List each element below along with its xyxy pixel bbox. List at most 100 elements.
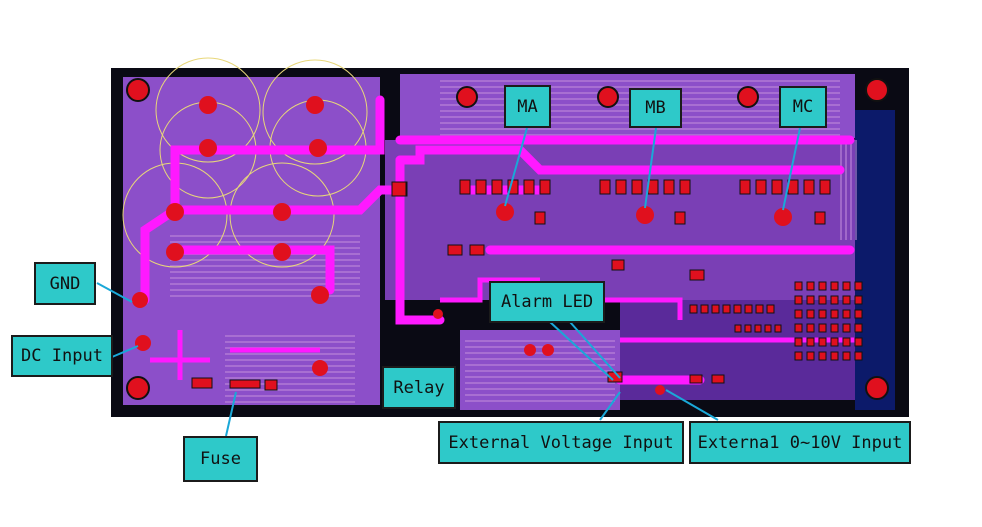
- copper-stripe: [465, 358, 615, 360]
- smd-pad: [806, 337, 815, 347]
- smd-pad: [475, 179, 487, 195]
- smd-pad: [806, 323, 815, 333]
- callout-external-0-10v-input: Externa1 0~10V Input: [689, 421, 911, 464]
- callout-fuse: Fuse: [183, 436, 258, 482]
- ground-plane-right: [855, 110, 895, 410]
- smd-pad: [739, 179, 751, 195]
- smd-pad: [631, 179, 643, 195]
- smd-pad: [689, 374, 703, 384]
- smd-pad: [842, 309, 851, 319]
- smd-pad: [733, 304, 742, 314]
- smd-pad: [534, 211, 546, 225]
- smd-pad: [830, 323, 839, 333]
- smd-pad: [818, 337, 827, 347]
- copper-stripe: [440, 128, 840, 130]
- copper-stripe: [170, 235, 360, 237]
- copper-stripe: [465, 376, 615, 378]
- smd-pad: [679, 179, 691, 195]
- copper-stripe: [855, 140, 857, 240]
- mounting-hole-icon: [126, 78, 889, 400]
- power-traces: [140, 95, 855, 385]
- smd-pad: [615, 179, 627, 195]
- callout-mc: MC: [779, 86, 827, 128]
- smd-pad: [854, 295, 863, 305]
- smd-pad: [830, 351, 839, 361]
- smd-pad: [854, 337, 863, 347]
- smd-pad: [229, 379, 261, 389]
- copper-stripe: [465, 394, 615, 396]
- smd-pad: [830, 337, 839, 347]
- copper-stripe: [225, 389, 355, 391]
- smd-pad: [771, 179, 783, 195]
- copper-stripe: [225, 341, 355, 343]
- smd-pad: [806, 351, 815, 361]
- callout-ma: MA: [504, 85, 551, 128]
- copper-stripe: [170, 259, 360, 261]
- via-icon: [132, 96, 792, 395]
- smd-pad: [794, 351, 803, 361]
- smd-pad: [755, 179, 767, 195]
- smd-pad: [854, 323, 863, 333]
- copper-stripe: [170, 265, 360, 267]
- smd-pad: [818, 281, 827, 291]
- smd-pad: [722, 304, 731, 314]
- copper-stripe: [225, 353, 355, 355]
- smd-pad: [754, 324, 762, 333]
- copper-stripe: [225, 371, 355, 373]
- smd-pad: [794, 281, 803, 291]
- smd-pad: [854, 281, 863, 291]
- smd-pad: [755, 304, 764, 314]
- copper-stripe: [465, 352, 615, 354]
- smd-pad: [818, 295, 827, 305]
- smd-pad: [469, 244, 485, 256]
- copper-stripe: [170, 277, 360, 279]
- smd-pad: [674, 211, 686, 225]
- smd-pad: [830, 295, 839, 305]
- smd-pad: [689, 304, 698, 314]
- copper-stripe: [170, 283, 360, 285]
- smd-pad: [830, 309, 839, 319]
- leader-lines: [96, 127, 801, 437]
- copper-stripe: [225, 359, 355, 361]
- smd-pad: [764, 324, 772, 333]
- smd-pad: [663, 179, 675, 195]
- copper-stripe: [225, 377, 355, 379]
- smd-pad: [711, 374, 725, 384]
- copper-stripe: [840, 140, 842, 240]
- callout-relay: Relay: [382, 366, 456, 409]
- copper-stripe: [465, 340, 615, 342]
- copper-stripe: [170, 241, 360, 243]
- smd-pad: [806, 295, 815, 305]
- smd-pad: [854, 309, 863, 319]
- smd-pad: [806, 281, 815, 291]
- smd-pad: [842, 323, 851, 333]
- copper-stripe: [465, 346, 615, 348]
- copper-stripe: [465, 388, 615, 390]
- callout-gnd: GND: [34, 262, 96, 305]
- callout-dc-input: DC Input: [11, 335, 113, 377]
- smd-pad: [774, 324, 782, 333]
- smd-pad: [599, 179, 611, 195]
- smd-pad: [818, 323, 827, 333]
- smd-pad: [611, 259, 625, 271]
- smd-pad: [539, 179, 551, 195]
- copper-stripe: [845, 140, 847, 240]
- smd-pad: [689, 269, 705, 281]
- copper-stripe: [465, 400, 615, 402]
- copper-stripe: [170, 295, 360, 297]
- copper-stripe: [170, 271, 360, 273]
- copper-stripe: [440, 80, 840, 82]
- callout-mb: MB: [629, 88, 682, 128]
- copper-stripe: [225, 383, 355, 385]
- smd-pad: [711, 304, 720, 314]
- smd-pad: [842, 281, 851, 291]
- smd-pad: [794, 295, 803, 305]
- smd-pad: [491, 179, 503, 195]
- smd-pad: [803, 179, 815, 195]
- smd-pad: [523, 179, 535, 195]
- smd-pad: [818, 309, 827, 319]
- smd-pad: [447, 244, 463, 256]
- smd-pad: [806, 309, 815, 319]
- smd-pad-icon: [191, 179, 863, 391]
